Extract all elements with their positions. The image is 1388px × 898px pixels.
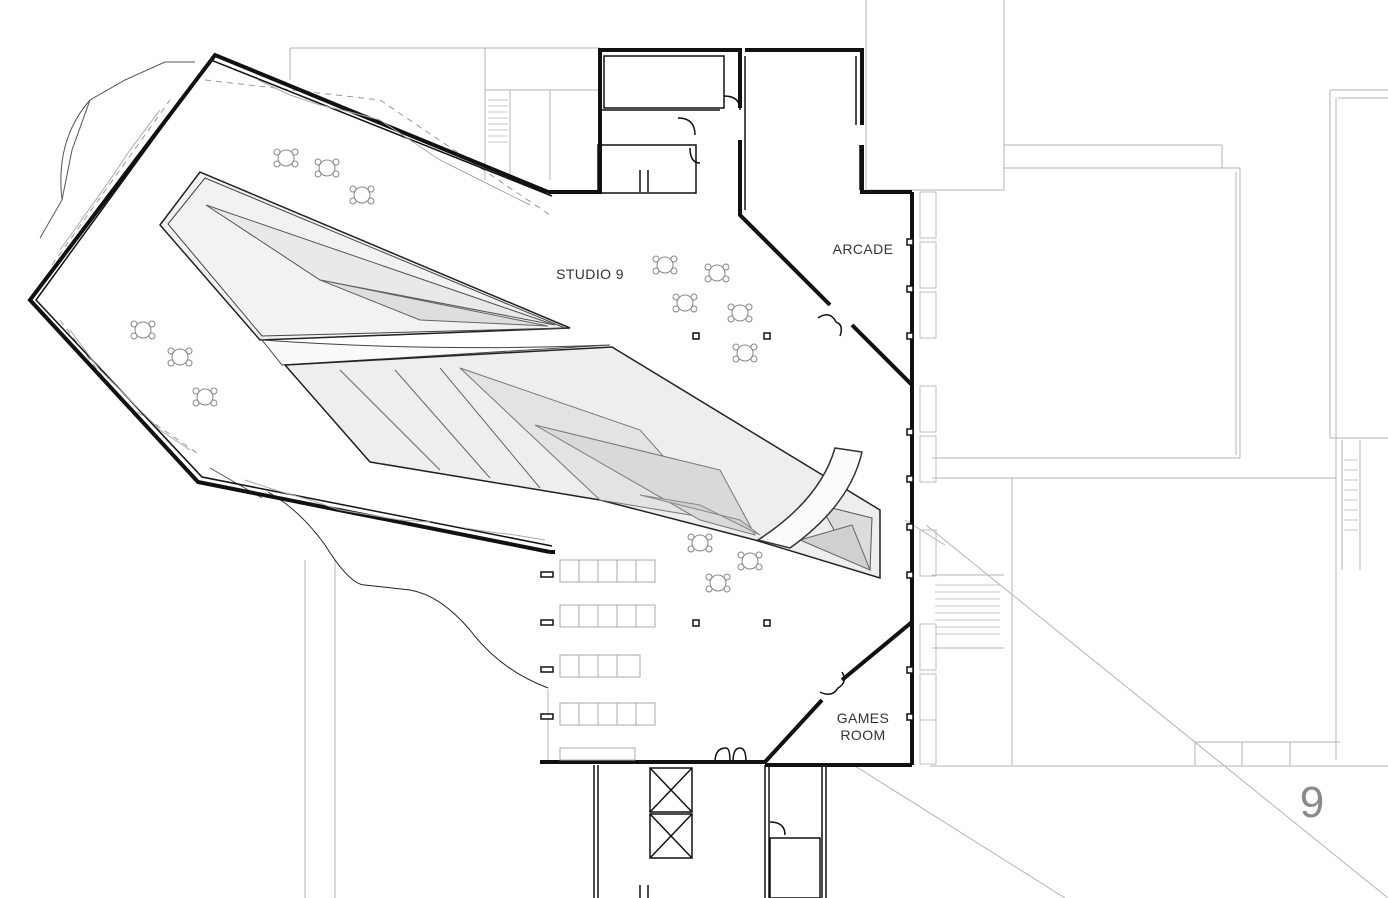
context-buildings (289, 0, 1388, 898)
room-label-games-room: GAMES ROOM (818, 710, 908, 744)
room-label-arcade-text: ARCADE (832, 241, 894, 257)
room-label-games-line1: GAMES (836, 710, 890, 726)
columns (540, 238, 914, 721)
doors (677, 95, 845, 836)
bridge-chairs (59, 79, 546, 541)
atrium-void (159, 171, 881, 580)
desk-rows (559, 559, 656, 761)
room-label-games-line2: ROOM (840, 727, 886, 743)
context-stairs (488, 99, 1358, 635)
inner-walls (35, 55, 861, 898)
room-label-studio-text: STUDIO 9 (556, 266, 624, 282)
room-label-arcade: ARCADE (820, 241, 906, 258)
facade-panels (919, 191, 937, 765)
table-clusters (130, 148, 763, 593)
room-label-studio: STUDIO 9 (540, 266, 640, 283)
floor-number: 9 (1299, 778, 1325, 827)
slab-edge (267, 491, 549, 689)
